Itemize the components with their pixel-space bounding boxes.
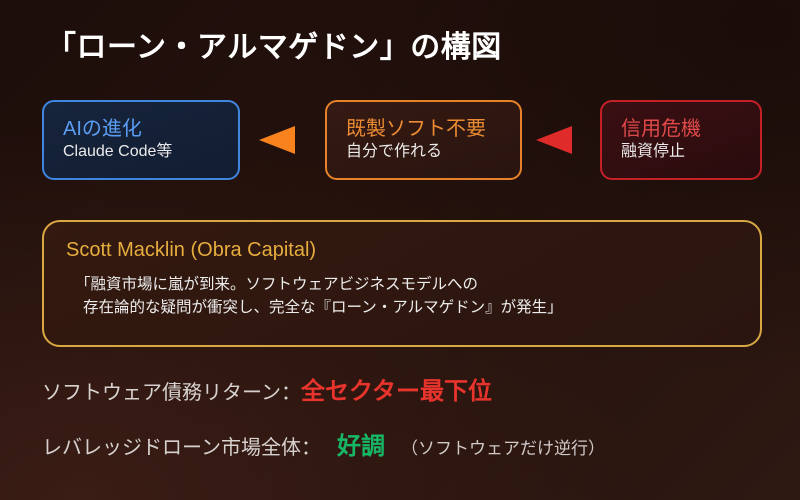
- flow-box-software: 既製ソフト不要 自分で作れる: [325, 100, 522, 180]
- quote-line-2: 存在論的な疑問が衝突し、完全な『ローン・アルマゲドン』が発生」: [83, 299, 563, 317]
- flow-box-ai-subtitle: Claude Code等: [63, 143, 173, 161]
- page-title: 「ローン・アルマゲドン」の構図: [46, 31, 502, 64]
- flow-box-credit-subtitle: 融資停止: [621, 143, 686, 161]
- arrow-left-icon-software-to-ai: [259, 126, 295, 154]
- stat-row-software-debt-return: ソフトウェア債務リターン： 全セクター最下位: [42, 371, 492, 406]
- stat-label-software-debt-return: ソフトウェア債務リターン：: [42, 382, 301, 404]
- flow-box-software-title: 既製ソフト不要: [346, 118, 486, 141]
- flow-box-ai: AIの進化 Claude Code等: [42, 100, 240, 180]
- quote-card: Scott Macklin (Obra Capital) 「融資市場に嵐が到来。…: [42, 220, 762, 347]
- quote-attribution: Scott Macklin (Obra Capital): [66, 239, 317, 261]
- quote-line-1: 「融資市場に嵐が到来。ソフトウェアビジネスモデルへの: [75, 276, 479, 293]
- stat-note-leveraged-loan-market: （ソフトウェアだけ逆行）: [401, 439, 605, 458]
- flow-box-credit: 信用危機 融資停止: [600, 100, 762, 180]
- stat-label-leveraged-loan-market: レバレッジドローン市場全体：: [42, 437, 321, 459]
- flow-box-software-subtitle: 自分で作れる: [346, 143, 443, 161]
- stat-row-leveraged-loan-market: レバレッジドローン市場全体： 好調 （ソフトウェアだけ逆行）: [42, 426, 605, 461]
- arrow-left-icon-credit-to-software: [536, 126, 572, 154]
- stat-value-software-debt-return: 全セクター最下位: [301, 378, 493, 405]
- flow-box-credit-title: 信用危機: [621, 118, 701, 141]
- flow-box-ai-title: AIの進化: [63, 118, 142, 141]
- stat-value-leveraged-loan-market: 好調: [337, 433, 385, 460]
